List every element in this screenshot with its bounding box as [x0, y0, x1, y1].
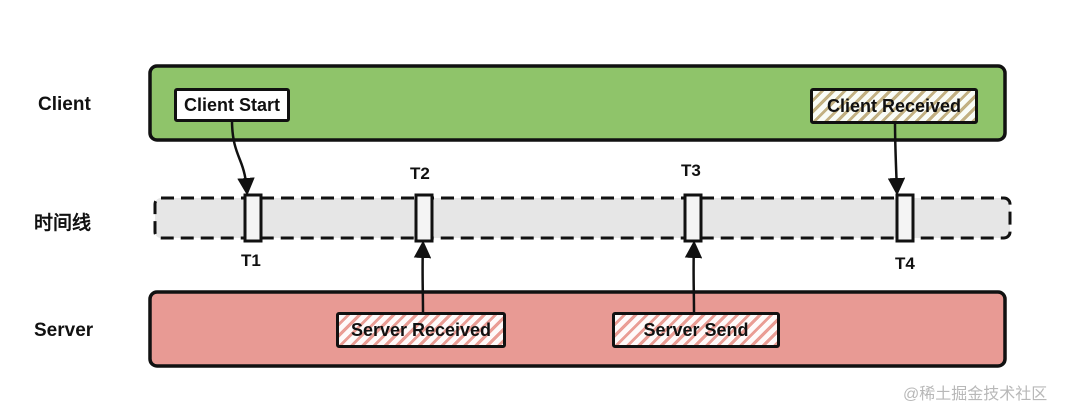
server-lane [148, 290, 1007, 368]
event-client-received: Client Received [810, 88, 978, 124]
tick-mark-t2 [414, 193, 434, 243]
tick-mark-t1 [243, 193, 263, 243]
tick-label-t3: T3 [681, 161, 701, 180]
tick-label-t1: T1 [241, 251, 261, 270]
row-label-client: Client [38, 94, 91, 115]
timeline-lane [153, 196, 1012, 240]
arrow-client-received-to-t4 [887, 121, 906, 196]
tick-label-t4: T4 [895, 254, 915, 273]
arrow-client-start-to-t1 [230, 119, 255, 196]
tick-label-t2: T2 [410, 164, 430, 183]
watermark-text: @稀土掘金技术社区 [903, 386, 1048, 403]
event-server-received: Server Received [336, 312, 506, 348]
event-client-start: Client Start [174, 88, 290, 122]
tick-mark-t3 [683, 193, 703, 243]
row-label-timeline: 时间线 [34, 213, 92, 234]
event-server-send: Server Send [612, 312, 780, 348]
tick-mark-t4 [895, 193, 915, 243]
row-label-server: Server [34, 320, 94, 341]
client-lane [148, 64, 1007, 142]
